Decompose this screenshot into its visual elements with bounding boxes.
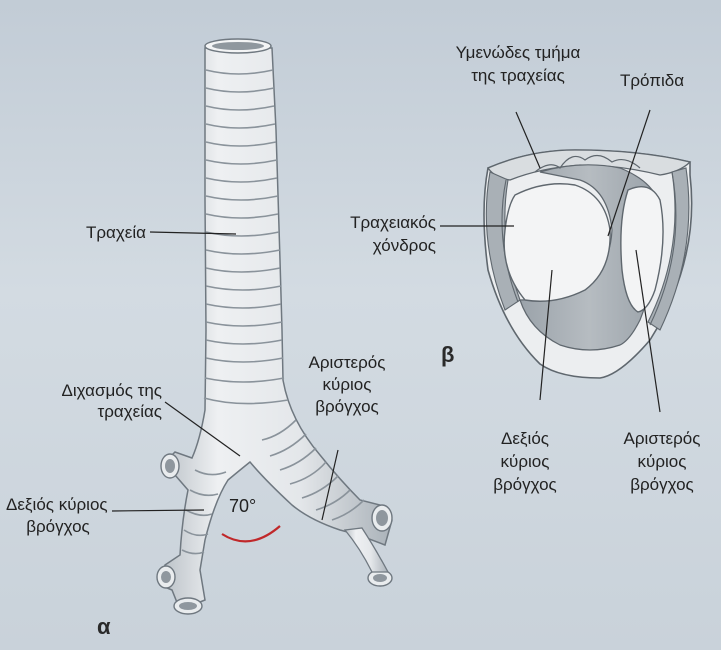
label-bifurcation-line1: Διχασμός της (61, 381, 162, 400)
label-cartilage-line1: Τραχειακός (350, 213, 436, 232)
label-right-bronchus-b-line1: Δεξιός (501, 429, 549, 448)
label-membranous-line1: Υμενώδες τμήμα (455, 43, 581, 62)
label-carina: Τρόπιδα (620, 71, 685, 90)
label-bifurcation-line2: τραχείας (97, 402, 162, 421)
label-left-bronchus-b-line2: κύριος (637, 452, 687, 471)
bifurcation-angle-arc (221, 525, 281, 543)
label-left-bronchus-b-line1: Αριστερός (623, 429, 701, 448)
leader-lines-b (440, 109, 661, 413)
label-membranous-line2: της τραχείας (471, 66, 565, 85)
label-left-bronchus-b-line3: βρόγχος (630, 475, 694, 494)
label-left-bronchus-a-line1: Αριστερός (308, 353, 386, 372)
label-right-bronchus-a-line2: βρόγχος (26, 517, 90, 536)
letter-a: α (97, 614, 111, 639)
letter-b: β (441, 342, 455, 367)
leader-lines-a (111, 231, 339, 521)
label-right-bronchus-b-line3: βρόγχος (493, 475, 557, 494)
label-right-bronchus-a-line1: Δεξιός κύριος (6, 495, 108, 514)
label-left-bronchus-a-line3: βρόγχος (315, 397, 379, 416)
label-cartilage-line2: χόνδρος (372, 236, 436, 255)
label-trachea: Τραχεία (86, 223, 146, 242)
carina-cross-section (483, 149, 693, 379)
label-angle: 70° (229, 496, 257, 516)
label-left-bronchus-a-line2: κύριος (322, 375, 372, 394)
trachea-tube (156, 38, 393, 615)
label-right-bronchus-b-line2: κύριος (500, 452, 550, 471)
